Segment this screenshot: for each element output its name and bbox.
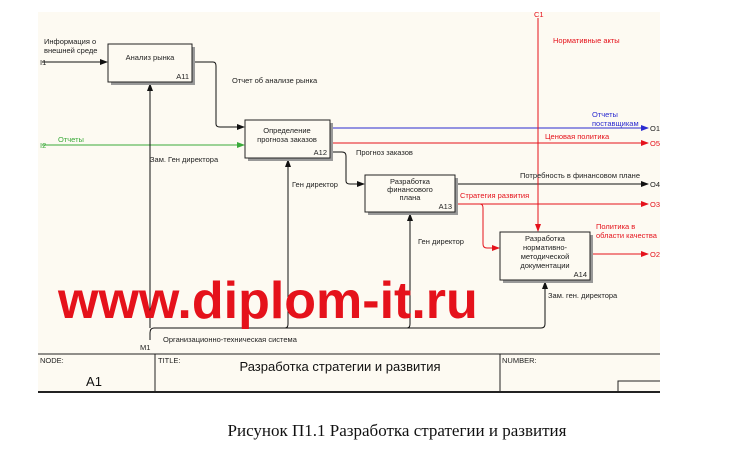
arrow-code: C1 [534,10,544,19]
arrow-code: M1 [140,343,150,352]
arrow-label: Нормативные акты [553,36,620,45]
box-label: Разработка [525,234,566,243]
arrow-mech-A12 [284,159,291,329]
arrow-label: Ген директор [418,237,464,246]
box-id: A12 [314,148,327,157]
arrow-code: O1 [650,124,660,133]
arrow-label: Потребность в финансовом плане [520,171,640,180]
arrow-label: Информация о [44,37,96,46]
box-label: финансового [387,185,433,194]
arrow-label: внешней среде [44,46,97,55]
arrow-code: O4 [650,180,660,189]
box-label: нормативно- [523,243,568,252]
box-A12[interactable]: Определение прогноза заказов A12 [244,119,333,161]
box-id: A13 [439,202,452,211]
arrow-code: O2 [650,250,660,259]
arrow-label: Стратегия развития [460,191,529,200]
arrow-label: области качества [596,231,658,240]
box-A11[interactable]: Анализ рынка A11 [107,43,195,85]
box-label: Разработка [390,177,431,186]
arrow-label: Зам. ген. директора [548,291,618,300]
node-label: NODE: [40,356,64,365]
box-A14[interactable]: Разработка нормативно- методической доку… [499,231,593,283]
box-label: плана [400,193,422,202]
arrow-forecast [330,151,365,187]
box-label: Анализ рынка [126,53,176,62]
arrow-label: Политика в [596,222,635,231]
arrow-label: Ген директор [292,180,338,189]
arrow-label: Зам. Ген директора [150,155,219,164]
box-label: Определение [263,126,310,135]
arrow-label: Организационно-техническая система [163,335,298,344]
arrow-label: Прогноз заказов [356,148,413,157]
box-label: методической [521,252,570,261]
box-id: A14 [574,270,587,279]
arrow-label: поставщикам [592,119,639,128]
arrow-code: I2 [40,141,46,150]
arrow-mech-A13 [406,213,413,329]
box-id: A11 [176,72,189,81]
diagram-title: Разработка стратегии и развития [239,359,440,374]
arrow-label: Ценовая политика [545,132,610,141]
arrow-M1 [149,281,548,340]
arrow-code: O5 [650,139,660,148]
number-label: NUMBER: [502,356,537,365]
title-block: NODE: A1 TITLE: Разработка стратегии и р… [38,353,660,393]
figure-caption: Рисунок П1.1 Разработка стратегии и разв… [228,421,567,440]
arrow-code: I1 [40,58,46,67]
title-label: TITLE: [158,356,181,365]
arrow-report [192,61,245,130]
box-label: документации [520,261,569,270]
arrow-label: Отчеты [592,110,618,119]
watermark: www.diplom-it.ru [57,272,478,330]
arrow-strategy-to-A14 [479,203,500,251]
node-value: A1 [86,374,102,389]
box-label: прогноза заказов [257,135,317,144]
arrow-label: Отчеты [58,135,84,144]
arrow-code: O3 [650,200,660,209]
arrow-label: Отчет об анализе рынка [232,76,318,85]
box-A13[interactable]: Разработка финансового плана A13 [364,174,458,215]
